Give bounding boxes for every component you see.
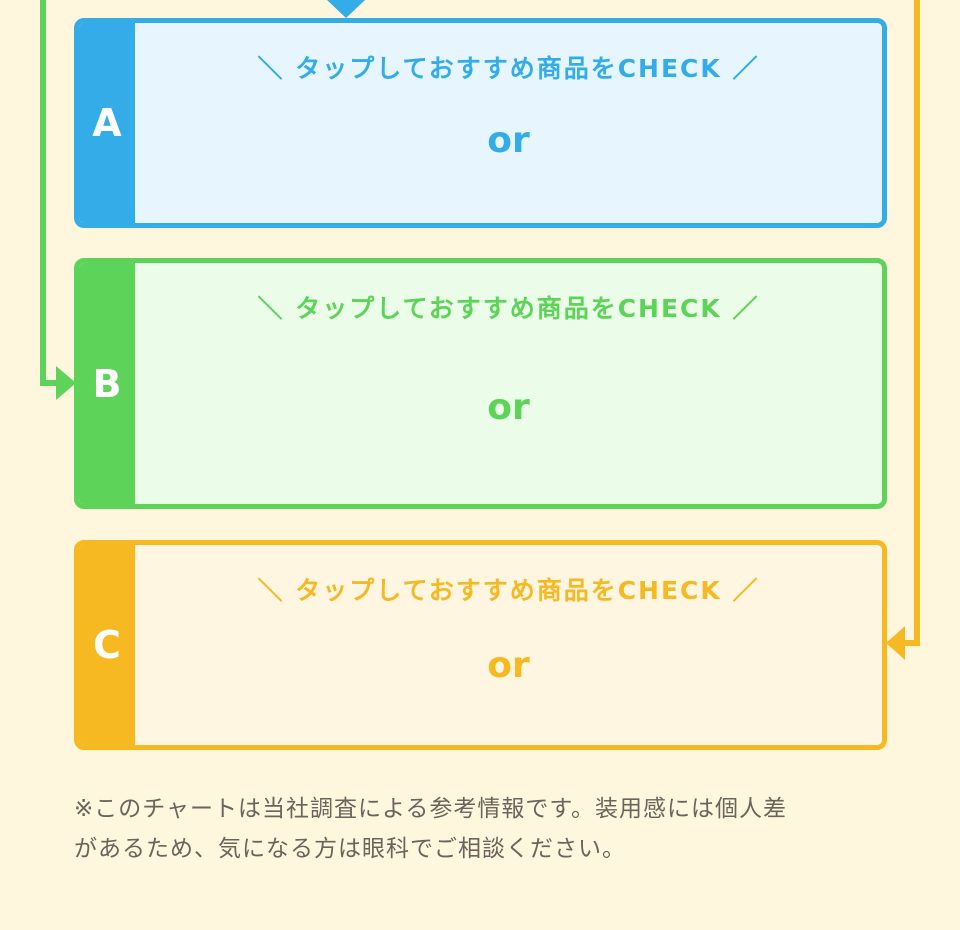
connector-line-to-b [40,0,60,386]
disclaimer-footnote: ※このチャートは当社調査による参考情報です。装用感には個人差 があるため、気にな… [74,796,788,862]
arrow-down-to-a [327,0,365,18]
result-key-a: A [79,23,135,223]
result-key-c: C [79,545,135,745]
or-label: or [487,387,530,428]
result-panel-a[interactable]: ＼ タップしておすすめ商品をCHECK ／ or [135,23,882,223]
arrow-right-to-b [56,366,76,400]
or-label: or [487,645,530,686]
arrow-left-to-c [886,626,905,660]
result-panel-b[interactable]: ＼ タップしておすすめ商品をCHECK ／ or [135,263,882,504]
tap-to-check-label[interactable]: ＼ タップしておすすめ商品をCHECK ／ [257,54,760,83]
result-key-b: B [79,263,135,504]
result-card-c[interactable]: C ＼ タップしておすすめ商品をCHECK ／ or [74,540,887,750]
connector-line-to-c [900,0,920,646]
result-card-b[interactable]: B ＼ タップしておすすめ商品をCHECK ／ or [74,258,887,509]
tap-to-check-label[interactable]: ＼ タップしておすすめ商品をCHECK ／ [257,294,760,323]
result-card-a[interactable]: A ＼ タップしておすすめ商品をCHECK ／ or [74,18,887,228]
result-panel-c[interactable]: ＼ タップしておすすめ商品をCHECK ／ or [135,545,882,745]
or-label: or [487,120,530,161]
tap-to-check-label[interactable]: ＼ タップしておすすめ商品をCHECK ／ [257,576,760,605]
